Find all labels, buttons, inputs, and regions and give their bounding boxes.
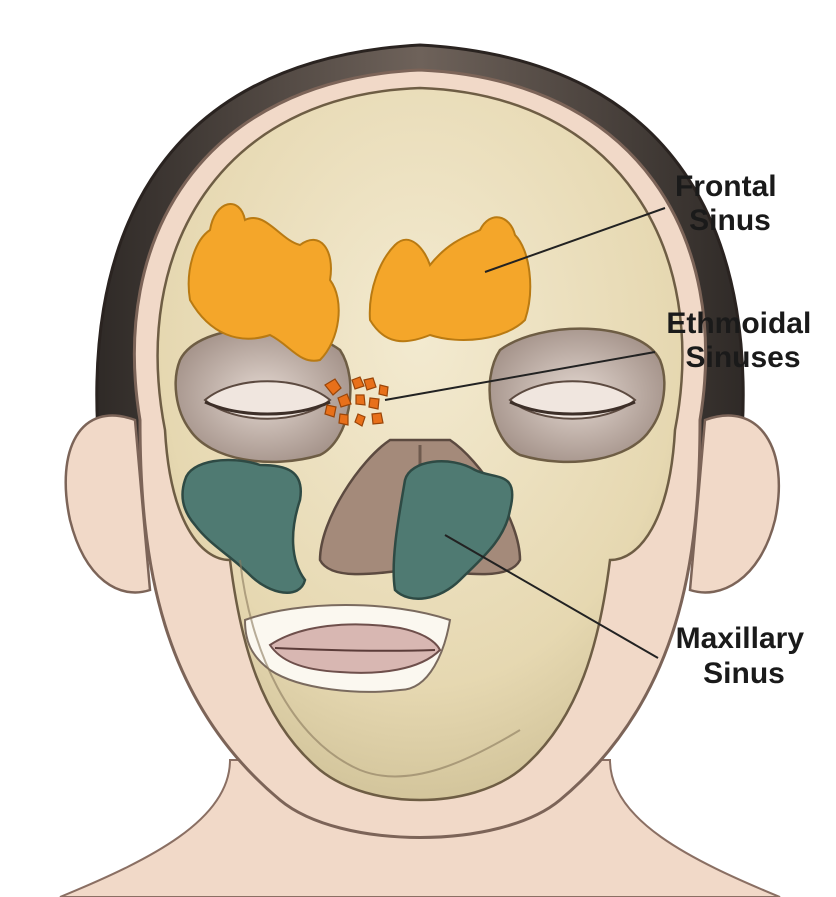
- frontal-sinus-label: Frontal Sinus: [675, 170, 785, 237]
- frontal-sinus-label-line2: Sinus: [689, 204, 771, 237]
- frontal-sinus-label-line1: Frontal: [675, 170, 777, 203]
- ethmoidal-sinuses-label: Ethmoidal Sinuses: [666, 307, 819, 374]
- ethmoidal-sinuses-label-line1: Ethmoidal: [666, 307, 811, 340]
- right-ear: [690, 416, 779, 593]
- maxillary-sinus-label-line2: Sinus: [703, 657, 785, 690]
- left-ear: [66, 416, 150, 593]
- maxillary-sinus-label-line1: Maxillary: [676, 622, 805, 655]
- ethmoidal-sinuses-label-line2: Sinuses: [685, 341, 800, 374]
- maxillary-sinus-label: Maxillary Sinus: [676, 622, 813, 690]
